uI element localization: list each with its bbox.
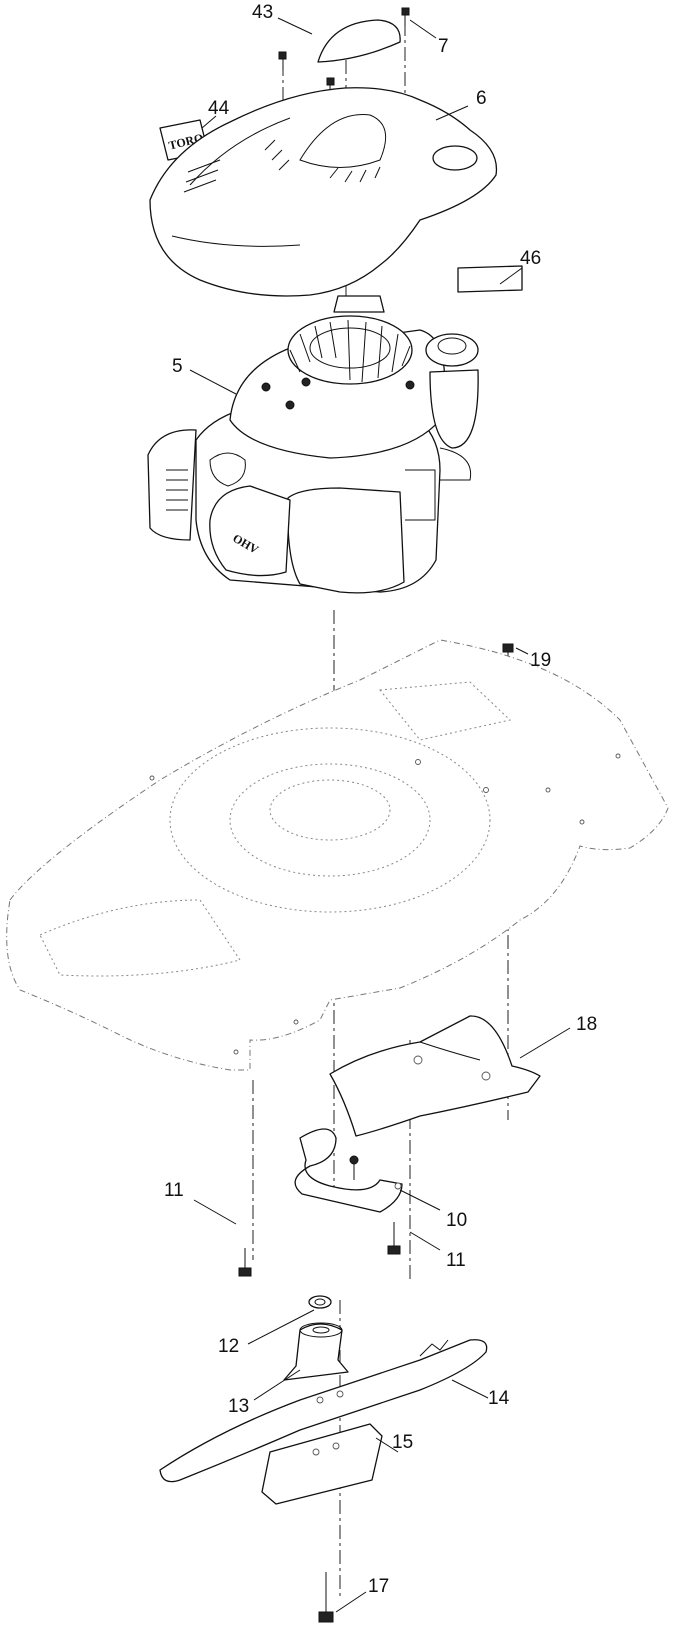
callout-11-right: 11 [446,1250,466,1271]
callout-17: 17 [368,1576,389,1597]
callout-6: 6 [476,88,487,109]
callout-13: 13 [228,1396,249,1417]
mower-deck [6,639,669,1071]
callout-numbers: 43 7 44 6 46 5 19 18 11 10 11 12 13 14 1… [164,2,597,1597]
callout-18: 18 [576,1014,597,1035]
callout-12: 12 [218,1336,239,1357]
part-14-blade [159,1339,488,1483]
callout-46: 46 [520,248,541,269]
part-43-cover [317,19,401,63]
callout-15: 15 [392,1432,413,1453]
part-5-engine: OHV [147,295,479,594]
part-46-label [457,265,523,293]
callout-43: 43 [252,2,273,23]
callout-10: 10 [446,1210,467,1231]
shroud-vent-slots [183,139,381,193]
part-6-engine-shroud [149,87,498,297]
callout-7: 7 [438,36,449,57]
callout-5: 5 [172,356,183,377]
muffler-vents [166,469,188,511]
part-10-bracket [294,1128,403,1213]
part-13-blade-adapter [283,1322,349,1381]
flywheel-fins [289,319,411,383]
part-12-washer [308,1295,332,1309]
callout-19: 19 [530,650,551,671]
part-7-screws [278,7,410,96]
leader-lines [189,17,571,1613]
callout-44: 44 [208,98,230,119]
part-18-baffle [329,1015,541,1137]
callout-11-left: 11 [164,1180,184,1201]
part-15-blade-plate [261,1423,383,1505]
deck-mount-holes [149,753,621,1055]
part-17-bolt [318,1572,334,1623]
part-11-bolts [238,1222,401,1277]
callout-14: 14 [488,1388,510,1409]
